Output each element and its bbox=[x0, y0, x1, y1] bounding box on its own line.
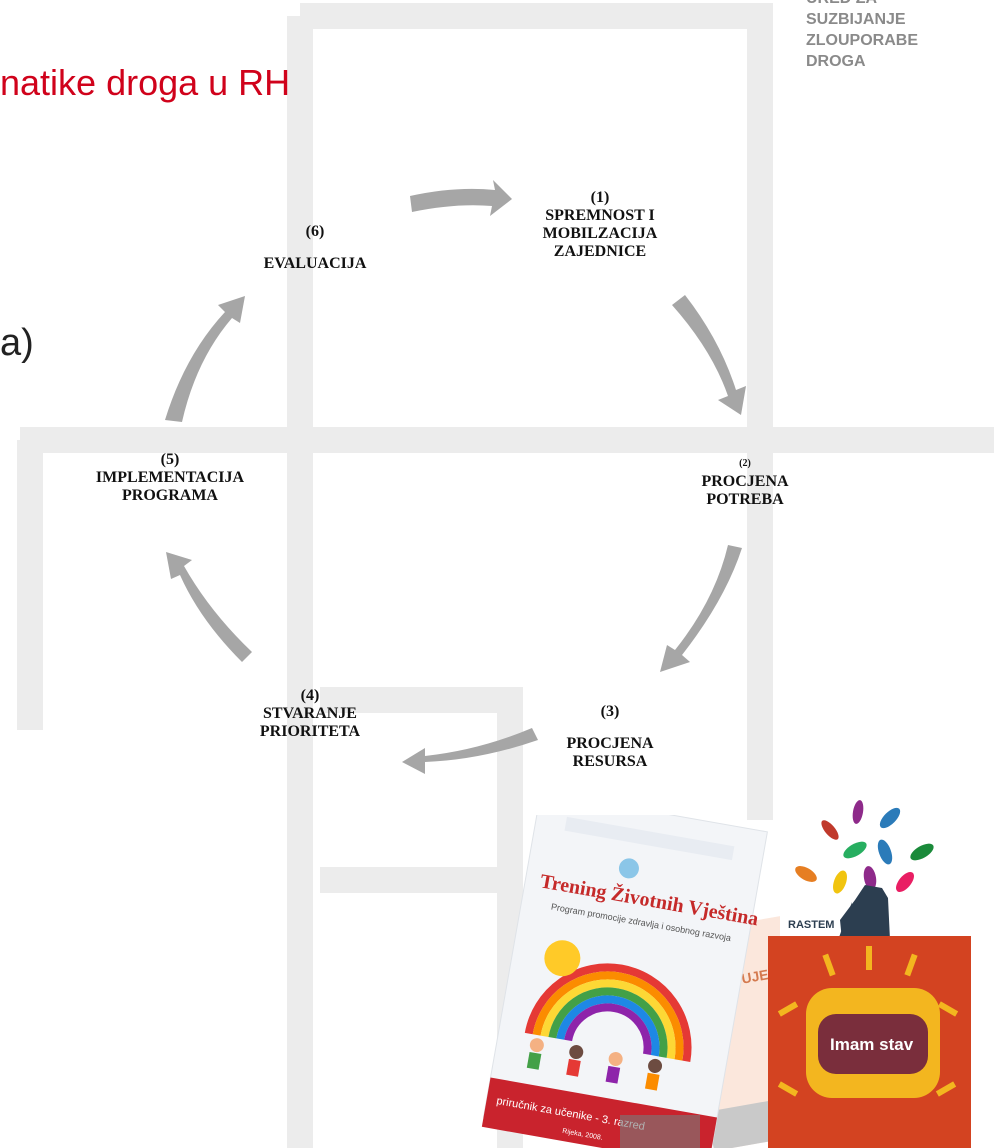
arrow-6-to-1 bbox=[410, 180, 512, 216]
stage-5: (5) IMPLEMENTACIJA PROGRAMA bbox=[50, 451, 290, 505]
arrow-2-to-3 bbox=[660, 545, 742, 672]
rastem-label: RASTEM bbox=[788, 919, 834, 931]
stage-number: (1) bbox=[590, 189, 610, 206]
stage-number: (2) bbox=[739, 458, 751, 469]
stage-label: STVARANJE bbox=[263, 705, 357, 722]
page-title-fragment: natike droga u RH bbox=[0, 62, 291, 103]
stage-label: PRIORITETA bbox=[259, 723, 361, 740]
stage-label: MOBILZACIJA bbox=[542, 225, 658, 242]
stage-label: RESURSA bbox=[572, 753, 648, 770]
stage-number: (5) bbox=[160, 451, 180, 468]
stage-label: ZAJEDNICE bbox=[553, 243, 647, 260]
side-text-fragment: a) bbox=[0, 322, 34, 364]
book-cover-graphic: INIH UJEŠ Trening Životnih Vještina Prog… bbox=[481, 815, 780, 1148]
arrow-3-to-4 bbox=[402, 728, 538, 774]
imam-stav-label: Imam stav bbox=[830, 1035, 914, 1054]
rastem-logo-graphic: RASTEM bbox=[788, 800, 934, 940]
stage-number: (3) bbox=[600, 703, 620, 720]
stage-6: (6) EVALUACIJA bbox=[220, 223, 410, 273]
imam-stav-graphic: Imam stav bbox=[768, 936, 971, 1148]
stage-2: (2) PROCJENA POTREBA bbox=[655, 455, 835, 509]
stage-label: EVALUACIJA bbox=[263, 255, 367, 272]
stage-label: IMPLEMENTACIJA bbox=[95, 469, 245, 486]
imam-stav-logo: Imam stav bbox=[768, 936, 971, 1148]
stage-3: (3) PROCJENA RESURSA bbox=[515, 703, 705, 771]
stage-label: PROCJENA bbox=[566, 735, 654, 752]
office-line: SUZBIJANJE bbox=[806, 11, 906, 28]
stage-number: (6) bbox=[305, 223, 325, 240]
office-line: ZLOUPORABE bbox=[806, 32, 918, 49]
arrow-5-to-6 bbox=[165, 296, 245, 422]
stage-label: SPREMNOST I bbox=[545, 207, 655, 224]
stage-number: (4) bbox=[300, 687, 320, 704]
arrow-1-to-2 bbox=[672, 295, 746, 415]
stage-label: POTREBA bbox=[706, 491, 784, 508]
stage-4: (4) STVARANJE PRIORITETA bbox=[215, 687, 405, 741]
office-line: DROGA bbox=[806, 53, 866, 70]
stage-label: PROGRAMA bbox=[122, 487, 218, 504]
arrow-4-to-5 bbox=[166, 552, 252, 662]
book-cover-image: INIH UJEŠ Trening Životnih Vještina Prog… bbox=[480, 815, 780, 1148]
rastem-logo: RASTEM bbox=[770, 790, 970, 940]
stage-1: (1) SPREMNOST I MOBILZACIJA ZAJEDNICE bbox=[505, 189, 695, 261]
office-line: URED ZA bbox=[806, 0, 918, 9]
stage-label: PROCJENA bbox=[701, 473, 789, 490]
office-name: URED ZA SUZBIJANJE ZLOUPORABE DROGA bbox=[806, 0, 918, 72]
